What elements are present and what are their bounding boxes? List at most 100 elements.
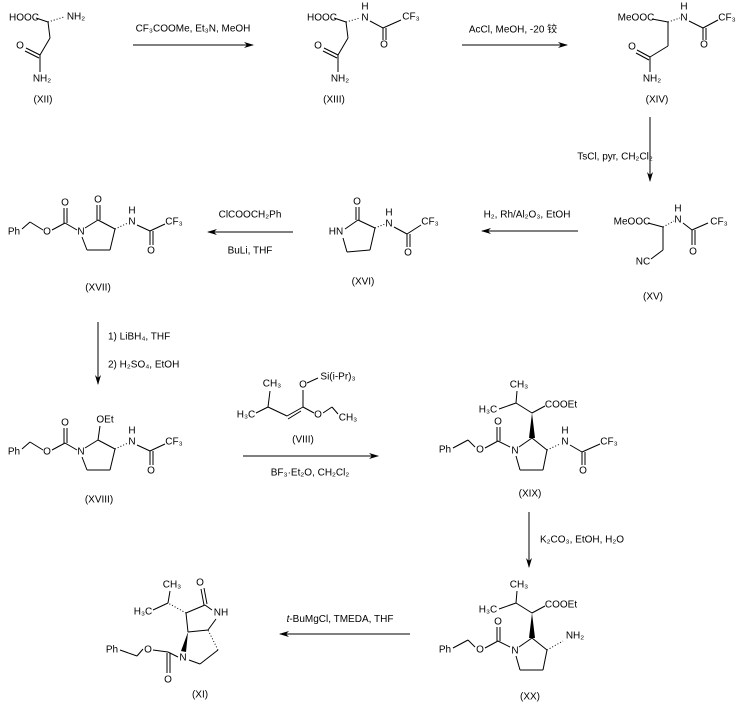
- compound-label: (XII): [34, 95, 53, 106]
- atom-label: O: [147, 246, 155, 257]
- bond: [29, 221, 44, 231]
- compound-label: (XV): [643, 292, 663, 303]
- bond: [452, 639, 469, 649]
- atom-label: OEt: [96, 415, 113, 426]
- bond: [346, 249, 371, 253]
- bond: [452, 439, 469, 449]
- atom-label: CF₃: [600, 437, 617, 448]
- atom-label: O: [404, 248, 412, 259]
- atom-label: N: [674, 215, 681, 226]
- hashed-bond: [667, 17, 681, 23]
- bond: [484, 640, 499, 649]
- bond: [515, 655, 521, 671]
- bond: [47, 21, 51, 39]
- atom-label: CH₃: [510, 580, 529, 591]
- bond: [81, 236, 88, 251]
- atom-label: HOOC: [9, 13, 39, 24]
- atom-label: Ph: [106, 645, 118, 656]
- atom-label: O: [61, 198, 69, 209]
- hashed-bond: [47, 16, 65, 23]
- hashed-bond: [546, 443, 561, 451]
- bond: [518, 637, 533, 648]
- atom-label: O: [43, 227, 51, 238]
- bond: [691, 222, 709, 231]
- bond: [651, 18, 669, 23]
- bond: [515, 402, 533, 414]
- bond: [267, 390, 271, 408]
- atom-label: O: [43, 447, 51, 458]
- compound-XIX: CH₃ H₃C COOEt O N O Ph N H CF₃ O (XIX): [439, 380, 618, 500]
- bond: [39, 37, 51, 56]
- reagent-text: t-BuMgCl, TMEDA, THF: [287, 614, 394, 625]
- atom-label: N: [511, 646, 518, 657]
- compound-VIII: Si(i-Pr)₃ O CH₃ H₃C O CH₃ (VIII): [237, 372, 358, 446]
- bond: [369, 227, 376, 251]
- reagent-text: BuLi, THF: [228, 246, 273, 257]
- atom-label: N: [179, 653, 186, 664]
- reagent-text: AcCl, MeOH, -20 铰: [469, 23, 557, 36]
- bond: [531, 437, 548, 451]
- atom-label: O: [144, 645, 152, 656]
- atom-label: CF₃: [710, 217, 727, 228]
- atom-label: H: [361, 2, 368, 13]
- bond: [393, 226, 408, 235]
- bond: [149, 223, 166, 232]
- atom-label: NH: [214, 608, 228, 619]
- bond: [200, 588, 205, 606]
- compound-XV: MeOOC N H CF₃ O NC (XV): [614, 204, 728, 303]
- atom-label: H: [561, 426, 568, 437]
- atom-label: H: [128, 206, 135, 217]
- bond: [204, 604, 213, 611]
- bond: [382, 19, 402, 29]
- bond: [97, 425, 101, 441]
- atom-label: O: [494, 617, 502, 628]
- compound-XVII: Ph O O N O N H CF₃ O (XVII): [8, 195, 183, 294]
- bond: [188, 659, 201, 665]
- bond: [136, 224, 151, 232]
- atom-label: H₃C: [134, 607, 153, 618]
- hashed-bond: [546, 640, 564, 651]
- atom-label: NH₂: [33, 74, 51, 85]
- compound-label: (XIII): [323, 95, 345, 106]
- compound-XII: HOOC NH₂ O NH₂ (XII): [9, 12, 85, 106]
- bond: [647, 222, 664, 228]
- bond: [344, 219, 359, 230]
- atom-label: H: [385, 208, 392, 219]
- atom-label: H₃C: [237, 410, 256, 421]
- atom-label: N: [77, 447, 84, 458]
- reagent-text: ClCOOCH₂Ph: [219, 210, 282, 221]
- atom-label: CH₃: [163, 580, 182, 591]
- atom-label: CH₃: [263, 379, 282, 390]
- compound-label: (XVIII): [85, 495, 113, 506]
- atom-label: H: [128, 426, 135, 437]
- atom-label: NH₂: [643, 74, 661, 85]
- bond: [531, 605, 546, 614]
- compound-label: (XX): [520, 692, 540, 703]
- compound-label: (XVI): [352, 277, 375, 288]
- bond: [302, 406, 315, 414]
- bond: [406, 224, 422, 235]
- atom-label: N: [385, 219, 392, 230]
- bond: [542, 449, 548, 471]
- bond: [152, 602, 169, 611]
- bond: [542, 649, 548, 671]
- bond: [531, 405, 546, 414]
- bond: [649, 45, 669, 58]
- reagent-text: K₂CO₃, EtOH, H₂O: [540, 535, 624, 546]
- bond: [109, 228, 116, 251]
- atom-label: N: [77, 227, 84, 238]
- hashed-bond: [167, 602, 187, 614]
- bond: [167, 590, 171, 604]
- bond: [51, 222, 66, 231]
- atom-label: O: [689, 247, 697, 258]
- bond: [152, 649, 169, 653]
- bond: [497, 440, 511, 448]
- atom-label: CF₃: [402, 12, 419, 23]
- atom-label: O: [579, 466, 587, 477]
- bond: [21, 221, 31, 230]
- atom-label: NH₂: [67, 12, 85, 23]
- atom-label: O: [94, 195, 102, 206]
- compound-XVI: O HN N H CF₃ O (XVI): [329, 197, 439, 288]
- atom-label: O: [700, 40, 708, 51]
- bond: [136, 648, 144, 657]
